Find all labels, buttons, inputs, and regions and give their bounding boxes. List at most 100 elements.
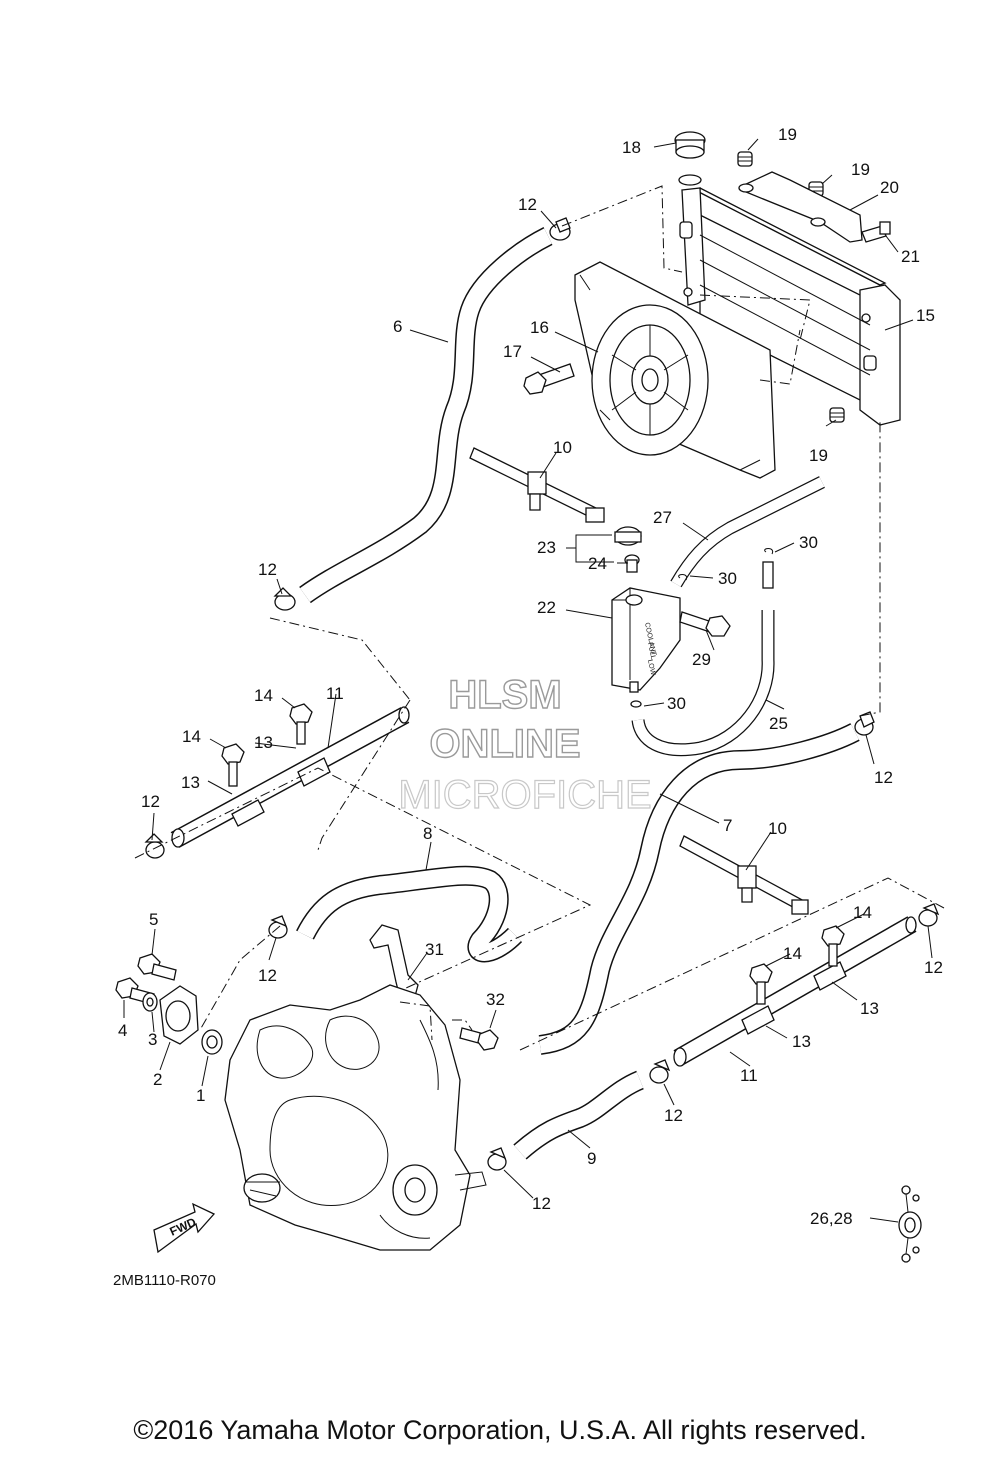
- hose-clamp-hose-8: [268, 915, 288, 939]
- callout-19-b: 19: [851, 160, 870, 179]
- callout-11-upper: 11: [326, 684, 344, 703]
- callout-16: 16: [530, 318, 549, 337]
- pipe-11-lower: [673, 916, 917, 1067]
- callout-30-a: 30: [799, 533, 818, 552]
- hose-clamp-26-28: [898, 1185, 922, 1263]
- callout-14-d: 14: [783, 944, 802, 963]
- callout-12-upper-left: 12: [258, 560, 277, 579]
- callout-5: 5: [149, 910, 158, 929]
- hose-clamp-pipe-left: [144, 833, 165, 859]
- cable-band-lower: [679, 835, 809, 915]
- tank-mark-full: FULL: [646, 642, 656, 660]
- hose-joint: [762, 561, 774, 589]
- bolt-14-lower-a: [821, 925, 845, 967]
- callout-4: 4: [118, 1021, 127, 1040]
- hose-clamp-hose-9-top: [649, 1059, 671, 1084]
- bolt-32: [459, 1027, 499, 1051]
- bolt-21: [861, 221, 891, 243]
- thermostat-cover-2: [159, 985, 199, 1045]
- callout-14-c: 14: [853, 903, 872, 922]
- watermark: HLSM ONLINE MICROFICHE: [398, 672, 653, 817]
- callout-12-top: 12: [518, 195, 537, 214]
- callout-15: 15: [916, 306, 935, 325]
- callout-12-right-lower: 12: [924, 958, 943, 977]
- hose-8: [296, 865, 523, 963]
- thermostat-1: [201, 1029, 223, 1055]
- hose-9: [513, 1070, 645, 1160]
- callout-13-b: 13: [181, 773, 200, 792]
- grommet-upper-a: [737, 151, 753, 167]
- cable-band-upper: [469, 447, 605, 523]
- reservoir-cap: [614, 526, 642, 573]
- callout-10-lower: 10: [768, 819, 787, 838]
- radiator-cap: [674, 131, 706, 186]
- diagram-code: 2MB1110-R070: [113, 1272, 216, 1289]
- callout-12-right-upper: 12: [874, 768, 893, 787]
- engine: [224, 984, 487, 1251]
- callout-labels: 18 19 19 20 21 12 15 6 16 17 19 10 27 30…: [118, 125, 943, 1228]
- watermark-line-1: HLSM: [448, 673, 561, 717]
- callout-3: 3: [148, 1030, 157, 1049]
- alignment-lines: [134, 185, 945, 1051]
- callout-20: 20: [880, 178, 899, 197]
- pipe-11-upper: [170, 706, 410, 848]
- hose-clamp-top: [549, 217, 571, 241]
- callout-14-a: 14: [254, 686, 273, 705]
- forward-arrow: FWD: [153, 1202, 216, 1254]
- callout-23: 23: [537, 538, 556, 557]
- hose-25: [631, 610, 775, 757]
- callout-10-upper: 10: [553, 438, 572, 457]
- callout-26-28: 26,28: [810, 1209, 853, 1228]
- callout-32: 32: [486, 990, 505, 1009]
- fwd-label: FWD: [168, 1215, 199, 1239]
- callout-2: 2: [153, 1070, 162, 1089]
- callout-30-c: 30: [667, 694, 686, 713]
- watermark-line-2: ONLINE: [429, 722, 580, 766]
- radiator: [679, 187, 901, 426]
- callout-7: 7: [723, 816, 732, 835]
- bolt-14-upper-b: [221, 743, 245, 787]
- callout-6: 6: [393, 317, 402, 336]
- bolt-14-lower-b: [749, 963, 773, 1005]
- hose-6: [299, 227, 553, 604]
- callout-24: 24: [588, 554, 607, 573]
- clip-30-lower: [630, 700, 642, 708]
- clip-30-middle: [678, 574, 688, 581]
- hose-clamp-hose-9-bottom: [487, 1147, 507, 1171]
- bolt-29: [679, 611, 731, 637]
- callout-14-b: 14: [182, 727, 201, 746]
- hose-27: [670, 476, 825, 588]
- callout-27: 27: [653, 508, 672, 527]
- callout-29: 29: [692, 650, 711, 669]
- hose-7: [538, 723, 860, 1055]
- coolant-reservoir: COOLANT FULL LOW: [611, 587, 681, 693]
- washer-3: [142, 992, 158, 1012]
- callout-31: 31: [425, 940, 444, 959]
- bolt-17: [523, 363, 575, 395]
- callout-12-hose-9-top: 12: [664, 1106, 683, 1125]
- callout-21: 21: [901, 247, 920, 266]
- callout-9: 9: [587, 1149, 596, 1168]
- callout-25: 25: [769, 714, 788, 733]
- callout-12-hose-8: 12: [258, 966, 277, 985]
- callout-18: 18: [622, 138, 641, 157]
- callout-13-d: 13: [792, 1032, 811, 1051]
- hose-clamp-right-lower: [918, 903, 940, 927]
- tank-mark-low: LOW: [646, 659, 656, 676]
- callout-17: 17: [503, 342, 522, 361]
- callout-30-b: 30: [718, 569, 737, 588]
- callout-13-a: 13: [254, 733, 273, 752]
- leader-lines: [123, 138, 933, 1223]
- bolt-5: [137, 953, 177, 981]
- hose-clamp-upper-left: [273, 587, 296, 611]
- bolt-14-upper-a: [289, 703, 313, 745]
- watermark-line-3: MICROFICHE: [398, 773, 651, 817]
- clip-30-upper: [764, 548, 774, 555]
- callout-8: 8: [423, 824, 432, 843]
- grommet-lower: [829, 407, 845, 423]
- copyright-notice: ©2016 Yamaha Motor Corporation, U.S.A. A…: [133, 1415, 866, 1445]
- callout-11-lower: 11: [740, 1066, 758, 1085]
- callout-13-c: 13: [860, 999, 879, 1018]
